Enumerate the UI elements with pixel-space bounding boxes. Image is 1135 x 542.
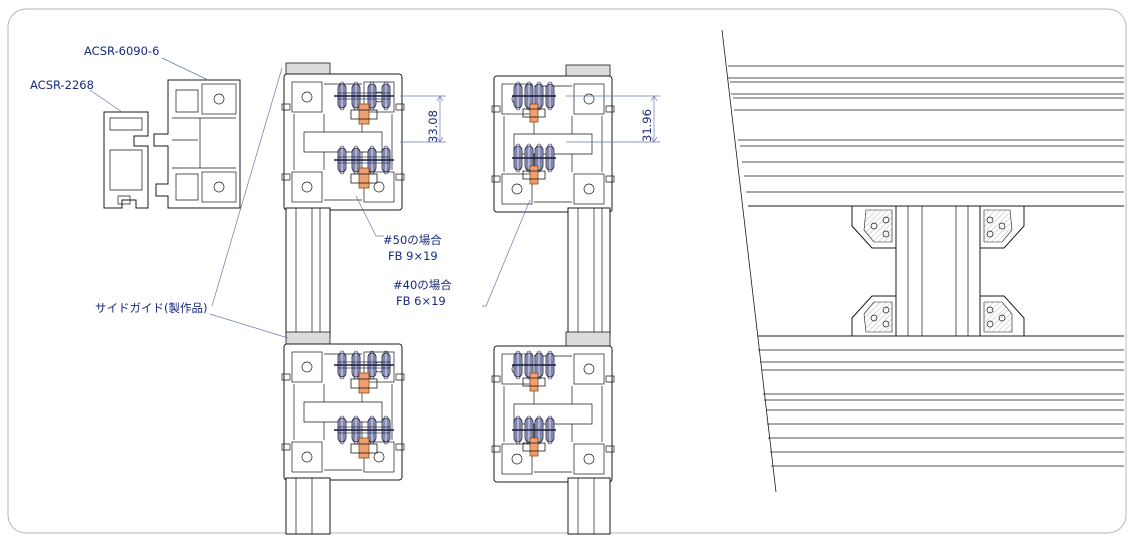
label-side-guide: サイドガイド(製作品) bbox=[95, 301, 207, 315]
label-case-40-line2: FB 6×19 bbox=[396, 294, 446, 308]
profile-acsr-6090-6 bbox=[153, 79, 241, 209]
gusset bbox=[851, 205, 897, 249]
column-40 bbox=[491, 64, 615, 535]
gusset bbox=[979, 295, 1025, 337]
label-acsr-6090-6: ACSR-6090-6 bbox=[84, 44, 159, 58]
gusset bbox=[851, 295, 897, 337]
column-50 bbox=[281, 62, 405, 535]
dim-text-31-96: 31.96 bbox=[640, 109, 654, 142]
dimension-pitch-50: 33.08 bbox=[400, 95, 446, 143]
label-case-50-line1: #50の場合 bbox=[383, 233, 442, 247]
drawing-frame bbox=[7, 8, 1127, 534]
dimension-pitch-40: 31.96 bbox=[566, 95, 660, 143]
profile-acsr-2268 bbox=[103, 111, 149, 209]
gusset bbox=[979, 205, 1025, 249]
label-case-40-line1: #40の場合 bbox=[393, 278, 452, 292]
dim-text-33-08: 33.08 bbox=[426, 110, 440, 143]
label-case-50-line2: FB 9×19 bbox=[388, 249, 438, 263]
side-elevation bbox=[721, 29, 1124, 493]
label-acsr-2268: ACSR-2268 bbox=[30, 78, 94, 92]
